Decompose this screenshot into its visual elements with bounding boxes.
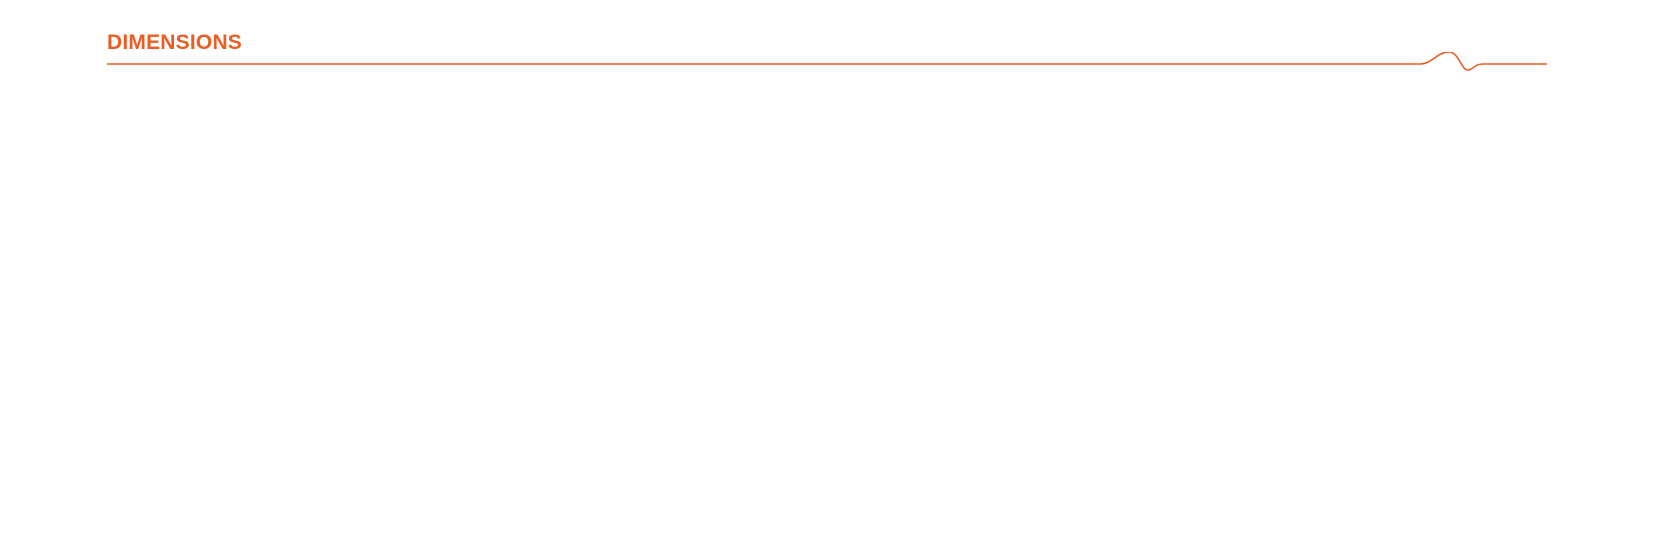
wave-divider-icon <box>107 52 1547 71</box>
dimensions-section: DIMENSIONS <box>107 30 1547 80</box>
wave-divider-stroke <box>107 52 1547 71</box>
section-title: DIMENSIONS <box>107 31 243 54</box>
